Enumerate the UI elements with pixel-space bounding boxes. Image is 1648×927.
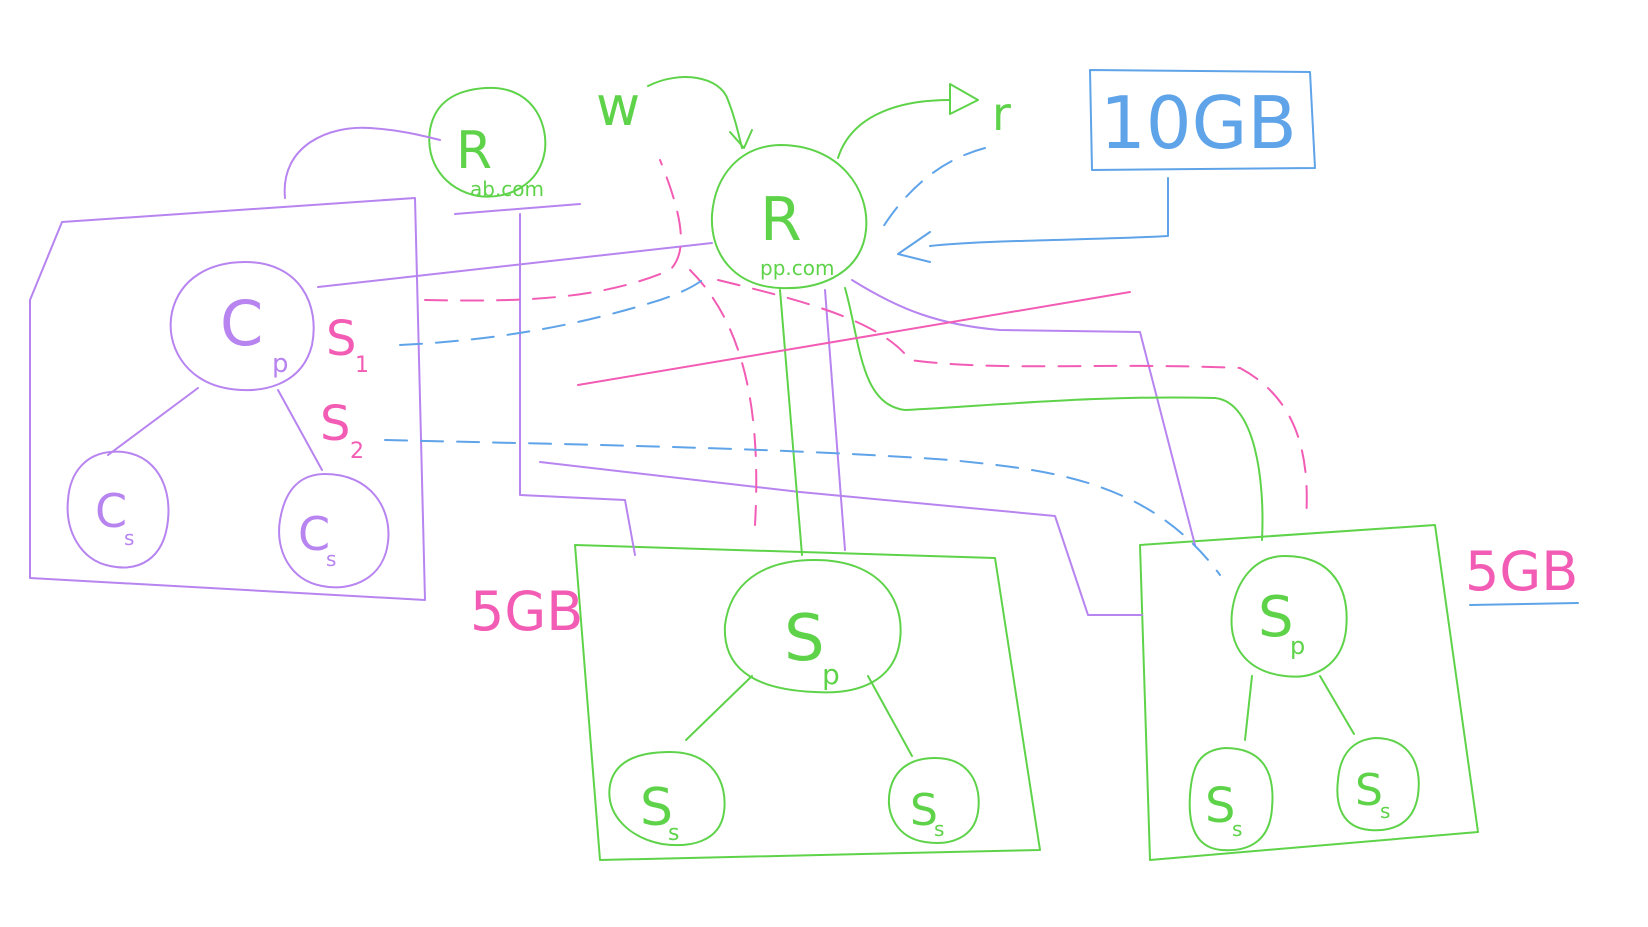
config-link-2: [277, 389, 323, 471]
shard-center-secondary-1-label: S: [640, 778, 673, 838]
shard-center-secondary-circle-2: [887, 757, 980, 844]
connectors: [283, 126, 1308, 616]
shard-right: S p S s S s 5GB: [1139, 524, 1579, 861]
shard-label-s2: S: [320, 396, 350, 452]
connector-pink-vertical: [689, 269, 758, 526]
connector-router-center-shard-right-green: [844, 287, 1264, 541]
shard-right-secondary-circle-1: [1188, 747, 1274, 852]
shard-center-link-1: [685, 675, 753, 741]
config-cluster-box: [29, 197, 426, 601]
config-cluster: C p C s C s: [29, 197, 426, 601]
connector-s1-blue: [399, 271, 711, 346]
connector-router-left-underline: [454, 203, 581, 215]
shard-center-secondary-2-label: S: [910, 785, 938, 836]
shard-right-primary-label: S: [1258, 585, 1294, 650]
read-label: r: [992, 87, 1011, 141]
shard-right-size: 5GB: [1465, 540, 1578, 603]
shard-center: S p S s S s 5GB: [470, 544, 1041, 861]
config-primary-circle: [169, 261, 315, 392]
connector-pink-right: [717, 279, 1308, 521]
shard-label-s1: S: [326, 311, 356, 367]
connector-router-center-shard-center: [824, 289, 846, 551]
shard-center-primary-circle: [723, 559, 902, 694]
write-arrow: [647, 76, 743, 149]
storage-link: [929, 177, 1169, 247]
router-center-circle: [710, 144, 868, 290]
read-flow: r: [837, 83, 1011, 159]
shard-right-size-underline: [1469, 602, 1579, 606]
shard-label-s2-sub: 2: [350, 439, 364, 464]
shard-center-link-2: [867, 675, 913, 757]
connector-s1-dash: [424, 159, 682, 302]
config-primary-label: C: [220, 287, 263, 360]
connector-config-router-center: [317, 242, 713, 288]
connector-s2-blue: [384, 439, 1221, 576]
shard-center-primary-label: S: [784, 602, 825, 676]
config-secondary-1-sub: s: [124, 526, 134, 550]
read-arrow: [837, 99, 951, 159]
router-left-sublabel: ab.com: [470, 177, 544, 201]
write-flow: w: [596, 75, 753, 149]
config-secondary-circle-1: [66, 450, 170, 569]
shard-right-secondary-2-label: S: [1355, 765, 1383, 816]
shard-center-size: 5GB: [470, 580, 583, 643]
shard-right-link-1: [1244, 675, 1253, 741]
write-label: w: [596, 75, 640, 138]
shard-center-primary-sub: p: [822, 658, 840, 691]
config-secondary-1-label: C: [95, 484, 127, 538]
router-left-circle: [428, 86, 547, 198]
connector-router-center-shard-right: [851, 279, 1196, 546]
storage-link-head: [897, 231, 931, 263]
connector-router-left-shard-center: [519, 213, 636, 556]
shard-label-s1-sub: 1: [355, 353, 369, 378]
connector-router-left-config: [283, 126, 441, 199]
config-secondary-2-sub: s: [326, 547, 336, 571]
shard-right-secondary-1-sub: s: [1232, 817, 1242, 841]
router-left-label: R: [456, 121, 492, 181]
storage-to-router-dash: [877, 147, 986, 236]
storage-box-border: [1089, 69, 1316, 171]
config-secondary-2-label: C: [298, 507, 330, 561]
storage-box-label: 10GB: [1100, 81, 1297, 165]
connector-pink-diagonal: [577, 291, 1131, 386]
shard-labels: S 1 S 2: [320, 311, 369, 464]
shard-right-primary-circle: [1230, 555, 1348, 678]
shard-right-secondary-2-sub: s: [1380, 799, 1390, 823]
config-primary-sub: p: [272, 349, 289, 379]
shard-center-secondary-1-sub: s: [668, 821, 679, 846]
storage-box: 10GB: [877, 69, 1316, 263]
shard-center-box: [574, 544, 1041, 861]
shard-right-link-2: [1319, 675, 1355, 735]
shard-right-box: [1139, 524, 1479, 861]
shard-right-secondary-circle-2: [1336, 737, 1420, 832]
shard-center-secondary-2-sub: s: [934, 817, 944, 841]
write-arrow-head: [729, 129, 753, 149]
shard-right-primary-sub: p: [1290, 632, 1305, 660]
router-left: R ab.com: [428, 86, 547, 201]
connector-router-left-shard-right: [539, 461, 1143, 616]
shard-center-secondary-circle-1: [608, 751, 726, 847]
connector-router-center-shard-center-green: [779, 289, 803, 556]
shard-right-secondary-1-label: S: [1205, 778, 1235, 834]
router-center-label: R: [760, 185, 802, 255]
router-center-sublabel: pp.com: [760, 256, 834, 280]
router-center: R pp.com: [710, 144, 868, 290]
config-link-1: [107, 387, 199, 456]
read-arrow-head: [949, 83, 979, 115]
config-secondary-circle-2: [278, 473, 390, 589]
